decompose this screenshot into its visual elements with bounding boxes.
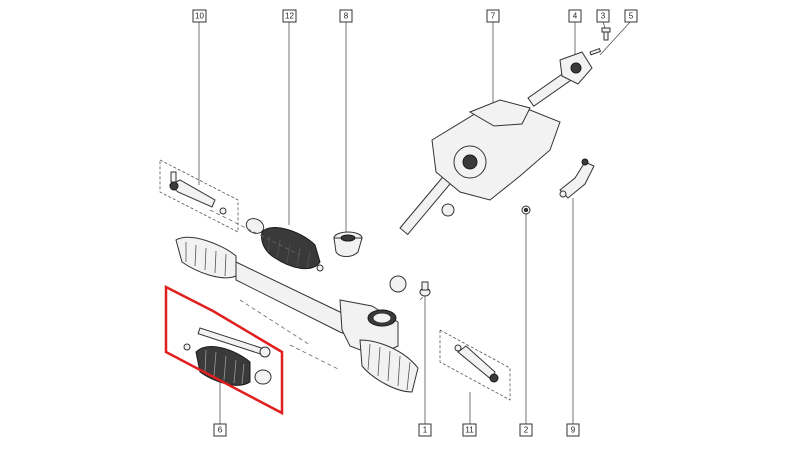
inner-bellows-body — [195, 346, 251, 386]
link-arm-eye — [559, 190, 567, 198]
bellows-upper-body — [261, 227, 321, 270]
callout-9-label: 9 — [571, 426, 576, 435]
callout-7-label: 7 — [491, 12, 496, 21]
bellows-upper-ribs — [267, 235, 311, 269]
steering-column-motor-core — [462, 154, 478, 170]
tie-rod-end-left-nut — [219, 207, 227, 215]
callout-8-box — [339, 9, 353, 23]
callout-7-box — [486, 9, 500, 23]
washer — [521, 205, 531, 215]
callout-3-box — [596, 9, 610, 23]
callout-6[interactable]: 6 — [213, 423, 227, 437]
callout-10[interactable]: 10 — [192, 9, 207, 23]
callout-4-label: 4 — [573, 12, 578, 21]
callout-10-label: 10 — [195, 12, 204, 21]
leader-5 — [599, 20, 632, 56]
inner-tie-rod-washer — [183, 343, 191, 351]
callout-2-label: 2 — [524, 426, 529, 435]
bellows-upper — [245, 218, 324, 272]
tie-rod-end-left-frame — [159, 159, 239, 233]
intermediate-shaft-joint-upper — [441, 203, 455, 217]
upper-flange — [559, 51, 593, 85]
nut-thread — [421, 281, 429, 291]
rack-boot-right-ribs — [367, 343, 411, 391]
callout-3-label: 3 — [601, 12, 606, 21]
washer-hole — [524, 208, 528, 212]
tie-rod-end-right-ball — [489, 373, 499, 383]
callout-9-box — [566, 423, 580, 437]
callout-9[interactable]: 9 — [566, 423, 580, 437]
link-arm — [559, 158, 595, 199]
callout-8[interactable]: 8 — [339, 9, 353, 23]
callout-5[interactable]: 5 — [624, 9, 638, 23]
callout-11-box — [462, 423, 477, 437]
mounting-bush-body — [333, 237, 363, 257]
intermediate-shaft — [389, 173, 455, 293]
callout-2-box — [519, 423, 533, 437]
rack-boot-left — [175, 236, 237, 279]
callout-5-box — [624, 9, 638, 23]
callout-11-label: 11 — [465, 426, 474, 435]
tie-rod-end-left-body — [169, 179, 216, 208]
callout-1[interactable]: 1 — [418, 423, 432, 437]
mounting-bush-hole — [340, 234, 356, 242]
callout-7[interactable]: 7 — [486, 9, 500, 23]
callout-4-box — [568, 9, 582, 23]
steering-rack — [175, 236, 419, 393]
rack-pinion-ring-inner — [372, 312, 392, 324]
callout-5-label: 5 — [629, 12, 634, 21]
guide-1 — [209, 209, 301, 256]
link-arm-body — [559, 161, 595, 199]
upper-flange-hub — [570, 62, 582, 74]
callout-4[interactable]: 4 — [568, 9, 582, 23]
bolt — [601, 27, 611, 41]
tie-rod-end-right-frame — [439, 329, 511, 401]
tie-rod-end-left — [159, 159, 239, 233]
tie-rod-end-right — [439, 329, 511, 401]
steering-column — [431, 67, 578, 201]
tie-rod-end-left-stud — [170, 171, 177, 183]
inner-bellows-ring — [254, 369, 272, 385]
callout-6-label: 6 — [218, 426, 223, 435]
bolt-head — [601, 27, 611, 33]
tie-rod-end-right-nut — [454, 344, 462, 352]
tie-rod-end-left-ball — [169, 181, 179, 191]
callout-3[interactable]: 3 — [596, 9, 610, 23]
bellows-upper-ring — [245, 218, 265, 234]
nut — [419, 281, 431, 297]
steering-column-bracket — [468, 99, 531, 127]
callout-8-label: 8 — [344, 12, 349, 21]
bellows-upper-clip — [316, 264, 324, 272]
intermediate-shaft-joint-lower — [389, 275, 407, 293]
callout-12[interactable]: 12 — [282, 9, 297, 23]
inner-tie-rod-ball — [259, 346, 271, 358]
callout-1-box — [418, 423, 432, 437]
guide-2 — [289, 344, 341, 371]
link-arm-pivot — [581, 158, 589, 166]
screw-shank — [589, 47, 602, 56]
callout-12-box — [282, 9, 297, 23]
leader-lines — [198, 20, 632, 425]
selection-highlight — [164, 284, 284, 416]
tie-rod-end-right-body — [457, 345, 496, 381]
bolt-shank — [603, 31, 609, 41]
mounting-bush — [333, 231, 363, 257]
callout-2[interactable]: 2 — [519, 423, 533, 437]
rack-boot-left-ribs — [185, 242, 227, 277]
callout-10-box — [192, 9, 207, 23]
callout-12-label: 12 — [285, 12, 294, 21]
callout-11[interactable]: 11 — [462, 423, 477, 437]
callout-6-box — [213, 423, 227, 437]
inner-bellows-ribs — [204, 349, 245, 385]
screw — [589, 47, 602, 56]
callout-1-label: 1 — [423, 426, 428, 435]
